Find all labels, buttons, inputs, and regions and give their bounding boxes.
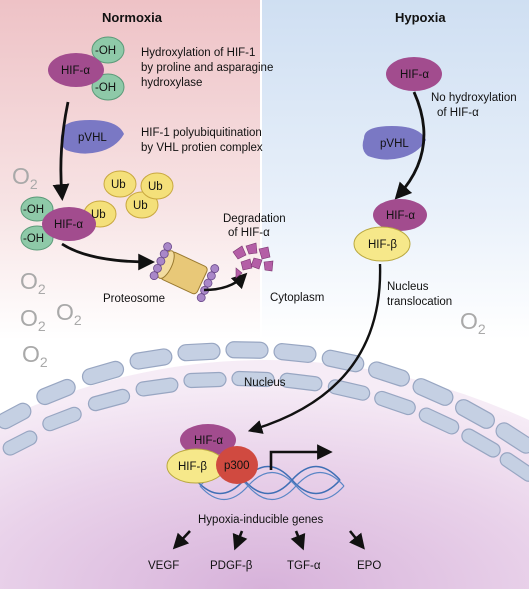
svg-text:Degradation: Degradation	[223, 213, 286, 225]
svg-text:Ub: Ub	[148, 181, 163, 193]
normoxia-panel	[0, 0, 260, 340]
arrow-normoxia-1	[52, 101, 70, 202]
svg-text:HIF-1 polyubiquitination: HIF-1 polyubiquitination	[141, 127, 262, 139]
pvhl-normoxia: pVHL	[60, 120, 124, 154]
nucleus-translocation-label: Nucleus translocation	[387, 281, 452, 308]
proteosome-label: Proteosome	[103, 293, 165, 305]
degradation-fragments-icon	[232, 242, 274, 279]
arrow-hypoxia-1	[394, 91, 426, 200]
svg-text:translocation: translocation	[387, 296, 452, 308]
svg-text:-OH: -OH	[95, 45, 116, 57]
svg-text:pVHL: pVHL	[78, 132, 107, 144]
gene-tgf-alpha: TGF-α	[287, 560, 321, 572]
svg-text:-OH: -OH	[23, 233, 44, 245]
svg-text:by proline and asparagine: by proline and asparagine	[141, 62, 273, 74]
arrow-to-degradation	[203, 272, 248, 292]
svg-text:HIF-β: HIF-β	[368, 239, 397, 251]
nucleus-region	[0, 360, 529, 589]
hypoxia-panel	[262, 0, 529, 340]
degradation-label: Degradation of HIF-α	[223, 213, 286, 239]
svg-text:HIF-α: HIF-α	[400, 69, 429, 81]
arrow-to-proteosome	[61, 242, 156, 271]
svg-text:O2: O2	[12, 163, 38, 192]
svg-text:HIF-α: HIF-α	[386, 210, 415, 222]
gene-vegf: VEGF	[148, 560, 179, 572]
hif-alpha-hypoxia: HIF-α	[386, 57, 442, 91]
svg-text:HIF-α: HIF-α	[61, 65, 90, 77]
svg-text:O2: O2	[20, 305, 46, 334]
svg-text:Ub: Ub	[111, 179, 126, 191]
normoxia-header: Normoxia	[102, 10, 163, 25]
svg-text:O2: O2	[20, 268, 46, 297]
gene-pdgf-beta: PDGF-β	[210, 560, 253, 572]
svg-text:-OH: -OH	[95, 82, 116, 94]
svg-text:by VHL protien complex: by VHL protien complex	[141, 142, 263, 154]
svg-text:-OH: -OH	[23, 204, 44, 216]
hif-alpha-hydroxylated: HIF-α -OH -OH	[48, 36, 125, 101]
svg-text:pVHL: pVHL	[380, 138, 409, 150]
hif-alpha-ubiquitinated: HIF-α -OH -OH Ub Ub Ub Ub	[20, 170, 174, 251]
svg-text:No hydroxylation: No hydroxylation	[431, 92, 517, 104]
svg-text:Nucleus: Nucleus	[387, 281, 429, 293]
arrow-nucleus-translocation	[247, 263, 382, 434]
proteosome-icon	[149, 242, 220, 302]
hydroxylation-label: Hydroxylation of HIF-1 by proline and as…	[141, 47, 273, 89]
hif-complex-cytoplasm: HIF-α HIF-β	[353, 199, 427, 262]
gene-arrows	[172, 530, 365, 551]
nucleus-label: Nucleus	[244, 377, 286, 389]
svg-text:of HIF-α: of HIF-α	[437, 107, 479, 119]
hypoxia-inducible-genes-label: Hypoxia-inducible genes	[198, 514, 324, 526]
no-hydroxylation-label: No hydroxylation of HIF-α	[431, 92, 517, 119]
svg-text:O2: O2	[56, 299, 82, 328]
svg-text:O2: O2	[22, 341, 48, 370]
svg-text:Ub: Ub	[91, 209, 106, 221]
gene-epo: EPO	[357, 560, 381, 572]
hif-complex-nucleus: HIF-α HIF-β p300	[166, 424, 258, 484]
svg-text:Hydroxylation of HIF-1: Hydroxylation of HIF-1	[141, 47, 255, 59]
svg-text:HIF-α: HIF-α	[194, 435, 223, 447]
hypoxia-header: Hypoxia	[395, 10, 446, 25]
svg-text:HIF-β: HIF-β	[178, 461, 207, 473]
svg-text:Ub: Ub	[133, 200, 148, 212]
pvhl-hypoxia: pVHL	[362, 126, 426, 160]
svg-text:hydroxylase: hydroxylase	[141, 77, 202, 89]
svg-text:HIF-α: HIF-α	[54, 219, 83, 231]
polyubiquitination-label: HIF-1 polyubiquitination by VHL protien …	[141, 127, 263, 154]
svg-text:p300: p300	[224, 460, 250, 472]
transcription-arrow	[269, 444, 333, 470]
svg-text:O2: O2	[460, 308, 486, 337]
cytoplasm-label: Cytoplasm	[270, 292, 324, 304]
o2-marks: O2 O2 O2 O2 O2 O2	[12, 163, 486, 370]
svg-text:of HIF-α: of HIF-α	[228, 227, 270, 239]
nuclear-membrane	[0, 341, 529, 482]
